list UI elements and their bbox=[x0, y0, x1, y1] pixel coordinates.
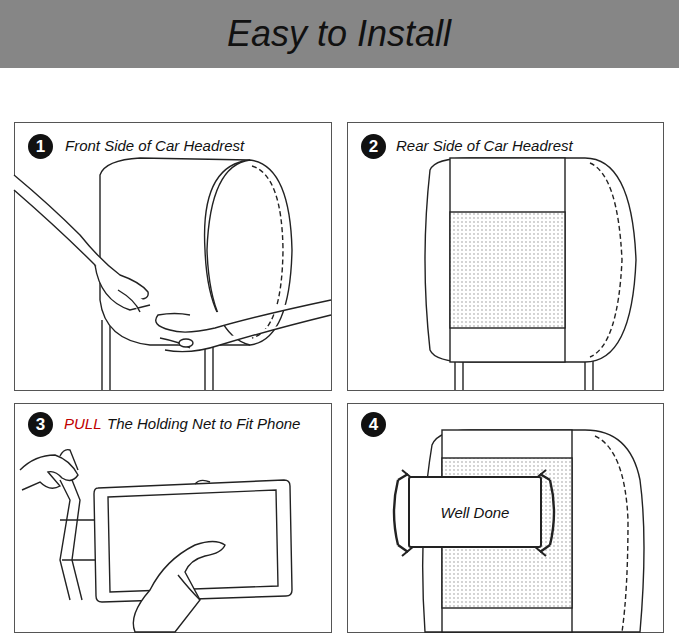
title: Easy to Install bbox=[227, 13, 451, 55]
headrest-with-phone bbox=[394, 430, 644, 632]
headrest-rear bbox=[425, 158, 636, 390]
step-heading: The Holding Net to Fit Phone bbox=[107, 415, 300, 432]
step-heading: PULL bbox=[64, 415, 102, 432]
panel-frame bbox=[348, 404, 664, 633]
number-text: 4 bbox=[369, 415, 378, 435]
number-text: 1 bbox=[36, 137, 45, 157]
step-heading: Front Side of Car Headrest bbox=[65, 137, 244, 154]
panel-frame bbox=[348, 123, 664, 391]
callout-number: 2 bbox=[361, 134, 386, 159]
headrest-front bbox=[14, 158, 331, 390]
phone-screen: Well Done bbox=[408, 476, 542, 548]
callout-number: 1 bbox=[28, 134, 53, 159]
number-text: 3 bbox=[36, 415, 45, 435]
number-text: 2 bbox=[369, 137, 378, 157]
callout-number: 3 bbox=[28, 412, 53, 437]
panel-frame bbox=[15, 123, 332, 391]
screen-text: Well Done bbox=[441, 504, 510, 521]
callout-number: 4 bbox=[361, 412, 386, 437]
tablet-with-holder bbox=[20, 450, 292, 632]
step-heading: Rear Side of Car Headrest bbox=[396, 137, 573, 154]
panel-frame bbox=[15, 404, 332, 633]
